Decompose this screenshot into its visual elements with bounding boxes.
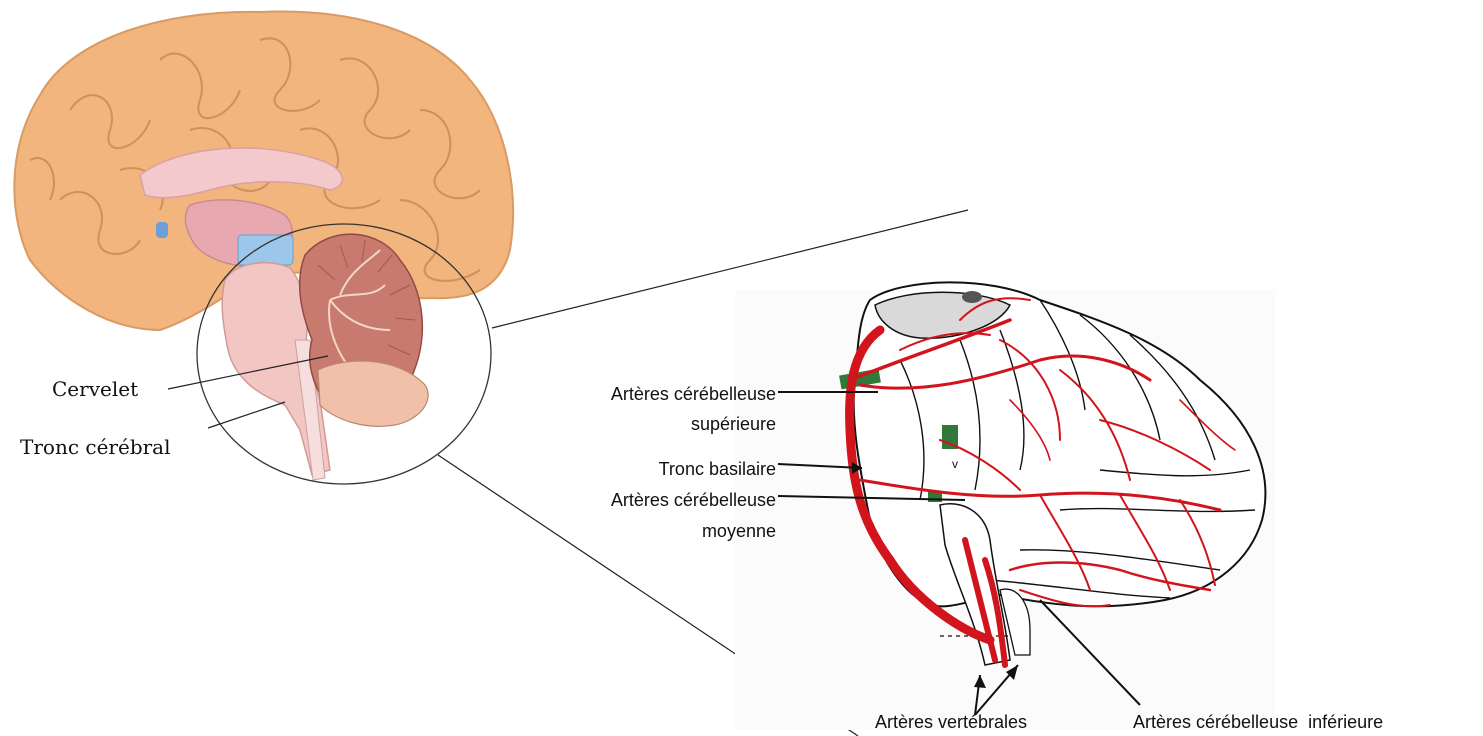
label-art-moy-line1: Artères cérébelleuse bbox=[611, 489, 776, 511]
label-tronc-basilaire: Tronc basilaire bbox=[659, 458, 776, 480]
label-art-moy-line2: moyenne bbox=[702, 520, 776, 542]
ventricle-blue-mid bbox=[238, 235, 293, 265]
roman-numeral-v: v bbox=[952, 457, 958, 471]
label-art-inferieure: Artères cérébelleuse inférieure bbox=[1133, 711, 1383, 733]
label-tronc-cerebral: Tronc cérébral bbox=[20, 435, 171, 459]
brain-sagittal bbox=[14, 12, 513, 484]
label-art-sup-line2: supérieure bbox=[691, 413, 776, 435]
ventricle-blue-left bbox=[156, 222, 168, 238]
label-art-vertebrales: Artères vertébrales bbox=[875, 711, 1027, 733]
label-art-sup-line1: Artères cérébelleuse bbox=[611, 383, 776, 405]
tronc-cerebral-leader bbox=[208, 402, 285, 428]
nerve-green-lower bbox=[928, 492, 942, 502]
cut-surface-hole bbox=[962, 291, 982, 303]
label-cervelet: Cervelet bbox=[52, 377, 138, 401]
